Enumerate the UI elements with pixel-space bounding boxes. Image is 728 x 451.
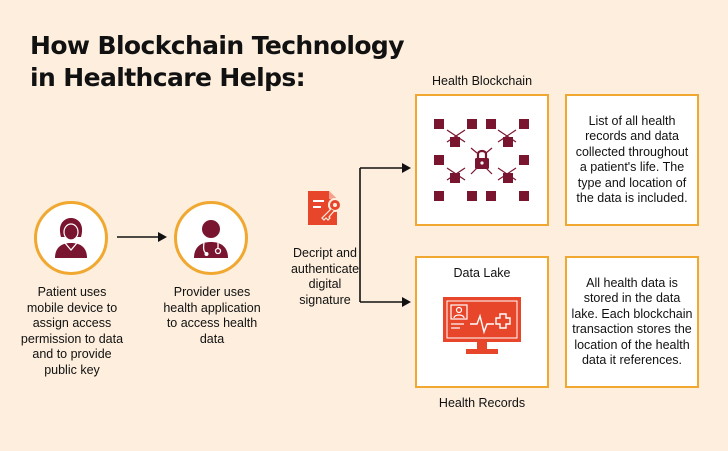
blockchain-network-icon [434, 119, 529, 201]
patient-icon [55, 218, 87, 258]
datalake-description: All health data is stored in the data la… [571, 275, 693, 368]
blockchain-label: Health Blockchain [431, 74, 533, 88]
page-title: How Blockchain Technology in Healthcare … [30, 31, 405, 92]
datalake-description-box: All health data is stored in the data la… [565, 256, 699, 388]
provider-circle [174, 201, 248, 275]
health-monitor-icon [443, 297, 521, 354]
patient-caption: Patient uses mobile device to assign acc… [20, 285, 124, 377]
datalake-box: Data Lake [415, 256, 549, 388]
health-records-label: Health Records [438, 396, 526, 410]
patient-circle [34, 201, 108, 275]
padlock-icon [475, 149, 489, 169]
blockchain-description: List of all health records and data coll… [575, 113, 689, 206]
provider-caption: Provider uses health application to acce… [163, 285, 261, 346]
doctor-icon [194, 220, 228, 258]
signature-caption: Decript and authenticate digital signatu… [290, 246, 360, 307]
datalake-label: Data Lake [453, 266, 511, 280]
digital-signature-icon [308, 191, 342, 225]
branch-connector [359, 163, 411, 307]
arrow-patient-to-provider [117, 232, 167, 242]
blockchain-description-box: List of all health records and data coll… [565, 94, 699, 226]
blockchain-box [415, 94, 549, 226]
